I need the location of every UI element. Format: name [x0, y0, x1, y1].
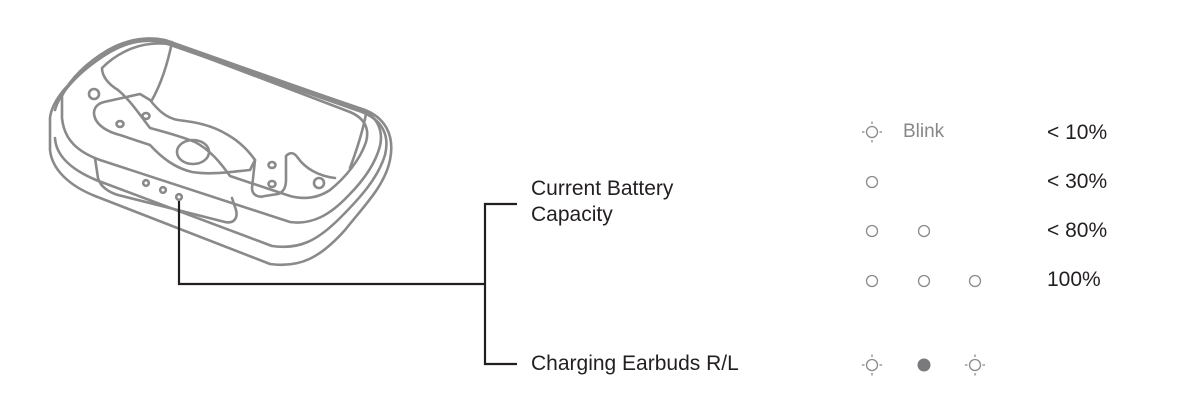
blink-light-icon: [861, 353, 883, 377]
led-off-icon: [865, 175, 879, 189]
leader-line-from-led: [177, 201, 485, 286]
left-cradle: [92, 92, 257, 175]
led-dot-1: [141, 178, 151, 188]
led-off-icon: [917, 274, 931, 288]
case-cavity: [100, 42, 369, 200]
cradle-hole: [267, 160, 277, 170]
left-marker: [87, 87, 101, 101]
cradle-hole: [115, 119, 125, 129]
right-cradle: [250, 151, 337, 198]
battery-label-line-2: Capacity: [531, 203, 613, 226]
battery-level-30: < 30%: [1047, 170, 1108, 193]
led-plate: [93, 156, 238, 224]
led-solid-icon: [917, 358, 931, 372]
bracket-line: [483, 202, 517, 366]
battery-label-line-1: Current Battery: [531, 177, 674, 200]
battery-level-100: 100%: [1047, 268, 1101, 291]
right-marker: [312, 176, 326, 190]
cavity-curve-right: [348, 112, 368, 170]
case-top-edge: [60, 37, 383, 224]
blink-light-icon: [964, 353, 986, 377]
case-bottom-shell: [48, 38, 393, 267]
cradle-hole: [267, 179, 277, 189]
leader-lines: [177, 201, 517, 366]
battery-level-10: < 10%: [1047, 121, 1108, 144]
led-off-icon: [865, 274, 879, 288]
battery-capacity-label: Current Battery Capacity: [531, 176, 673, 228]
battery-level-80: < 80%: [1047, 219, 1108, 242]
blink-light-icon: [861, 120, 883, 144]
led-dot-3: [174, 192, 184, 202]
led-off-icon: [917, 224, 931, 238]
led-off-icon: [968, 274, 982, 288]
center-button: [175, 138, 211, 166]
led-dot-2: [158, 185, 168, 195]
charging-earbuds-label: Charging Earbuds R/L: [531, 352, 739, 375]
case-rim: [53, 39, 388, 249]
cavity-curve-left: [150, 40, 174, 102]
blink-label: Blink: [903, 121, 945, 142]
cradle-hole: [141, 111, 151, 121]
case-outline: [48, 37, 393, 267]
led-off-icon: [865, 224, 879, 238]
